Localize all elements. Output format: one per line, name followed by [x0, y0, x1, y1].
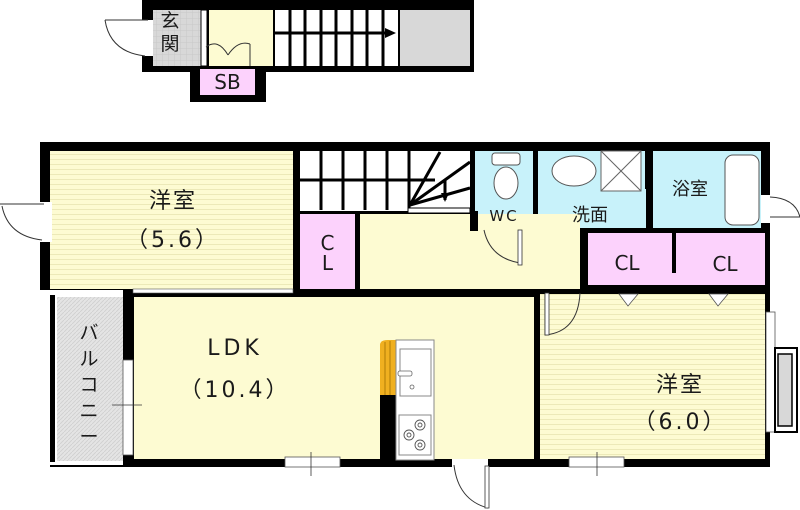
shoe-box-label: SB [214, 70, 241, 94]
western-room-2-size: （6.0） [633, 410, 728, 435]
bay-window[interactable] [765, 311, 776, 433]
closets[interactable] [588, 233, 765, 285]
balcony-label: バルコニー [79, 322, 99, 448]
wash-basin-icon [551, 155, 597, 187]
toilet-bowl-icon [493, 166, 519, 200]
balcony-window[interactable] [122, 359, 134, 456]
ldk-size: （10.4） [179, 378, 291, 403]
toilet-label: WC [489, 207, 519, 225]
bathroom-door[interactable] [769, 196, 800, 218]
entrance-label: 玄関 [160, 10, 180, 55]
burner-icons [403, 419, 426, 451]
closet-small-label-l: L [321, 251, 334, 275]
landing [400, 10, 470, 66]
closet-small-label-c: C [320, 231, 335, 255]
closet-right-label: CL [712, 252, 738, 276]
bathtub-icon [724, 154, 760, 226]
balcony[interactable] [57, 297, 123, 461]
western-room-1-size: （5.6） [126, 228, 220, 253]
ldk-name: LDK [207, 336, 263, 361]
western-room-1[interactable] [50, 151, 293, 289]
entrance-door[interactable] [104, 19, 146, 57]
western-room-2-name: 洋室 [655, 373, 704, 398]
western-room-2-window[interactable] [568, 456, 625, 468]
western-room-1-name: 洋室 [148, 189, 197, 214]
ldk-door[interactable] [453, 464, 489, 509]
entrance-floor [153, 10, 201, 66]
bathroom-label: 浴室 [672, 179, 708, 200]
toilet-tank-icon [491, 152, 521, 166]
closet-left-label: CL [614, 251, 640, 275]
kitchen-counter-edge [380, 340, 396, 395]
wc-door[interactable] [483, 229, 521, 264]
upper-section [104, 0, 474, 102]
shoe-box [200, 69, 255, 95]
closet-small[interactable] [300, 214, 355, 289]
washroom-label: 洗面 [572, 205, 608, 226]
western-room-2[interactable] [540, 294, 765, 459]
ldk-window[interactable] [284, 456, 341, 468]
ldk[interactable] [134, 297, 534, 459]
western-room-1-door[interactable] [1, 205, 43, 241]
